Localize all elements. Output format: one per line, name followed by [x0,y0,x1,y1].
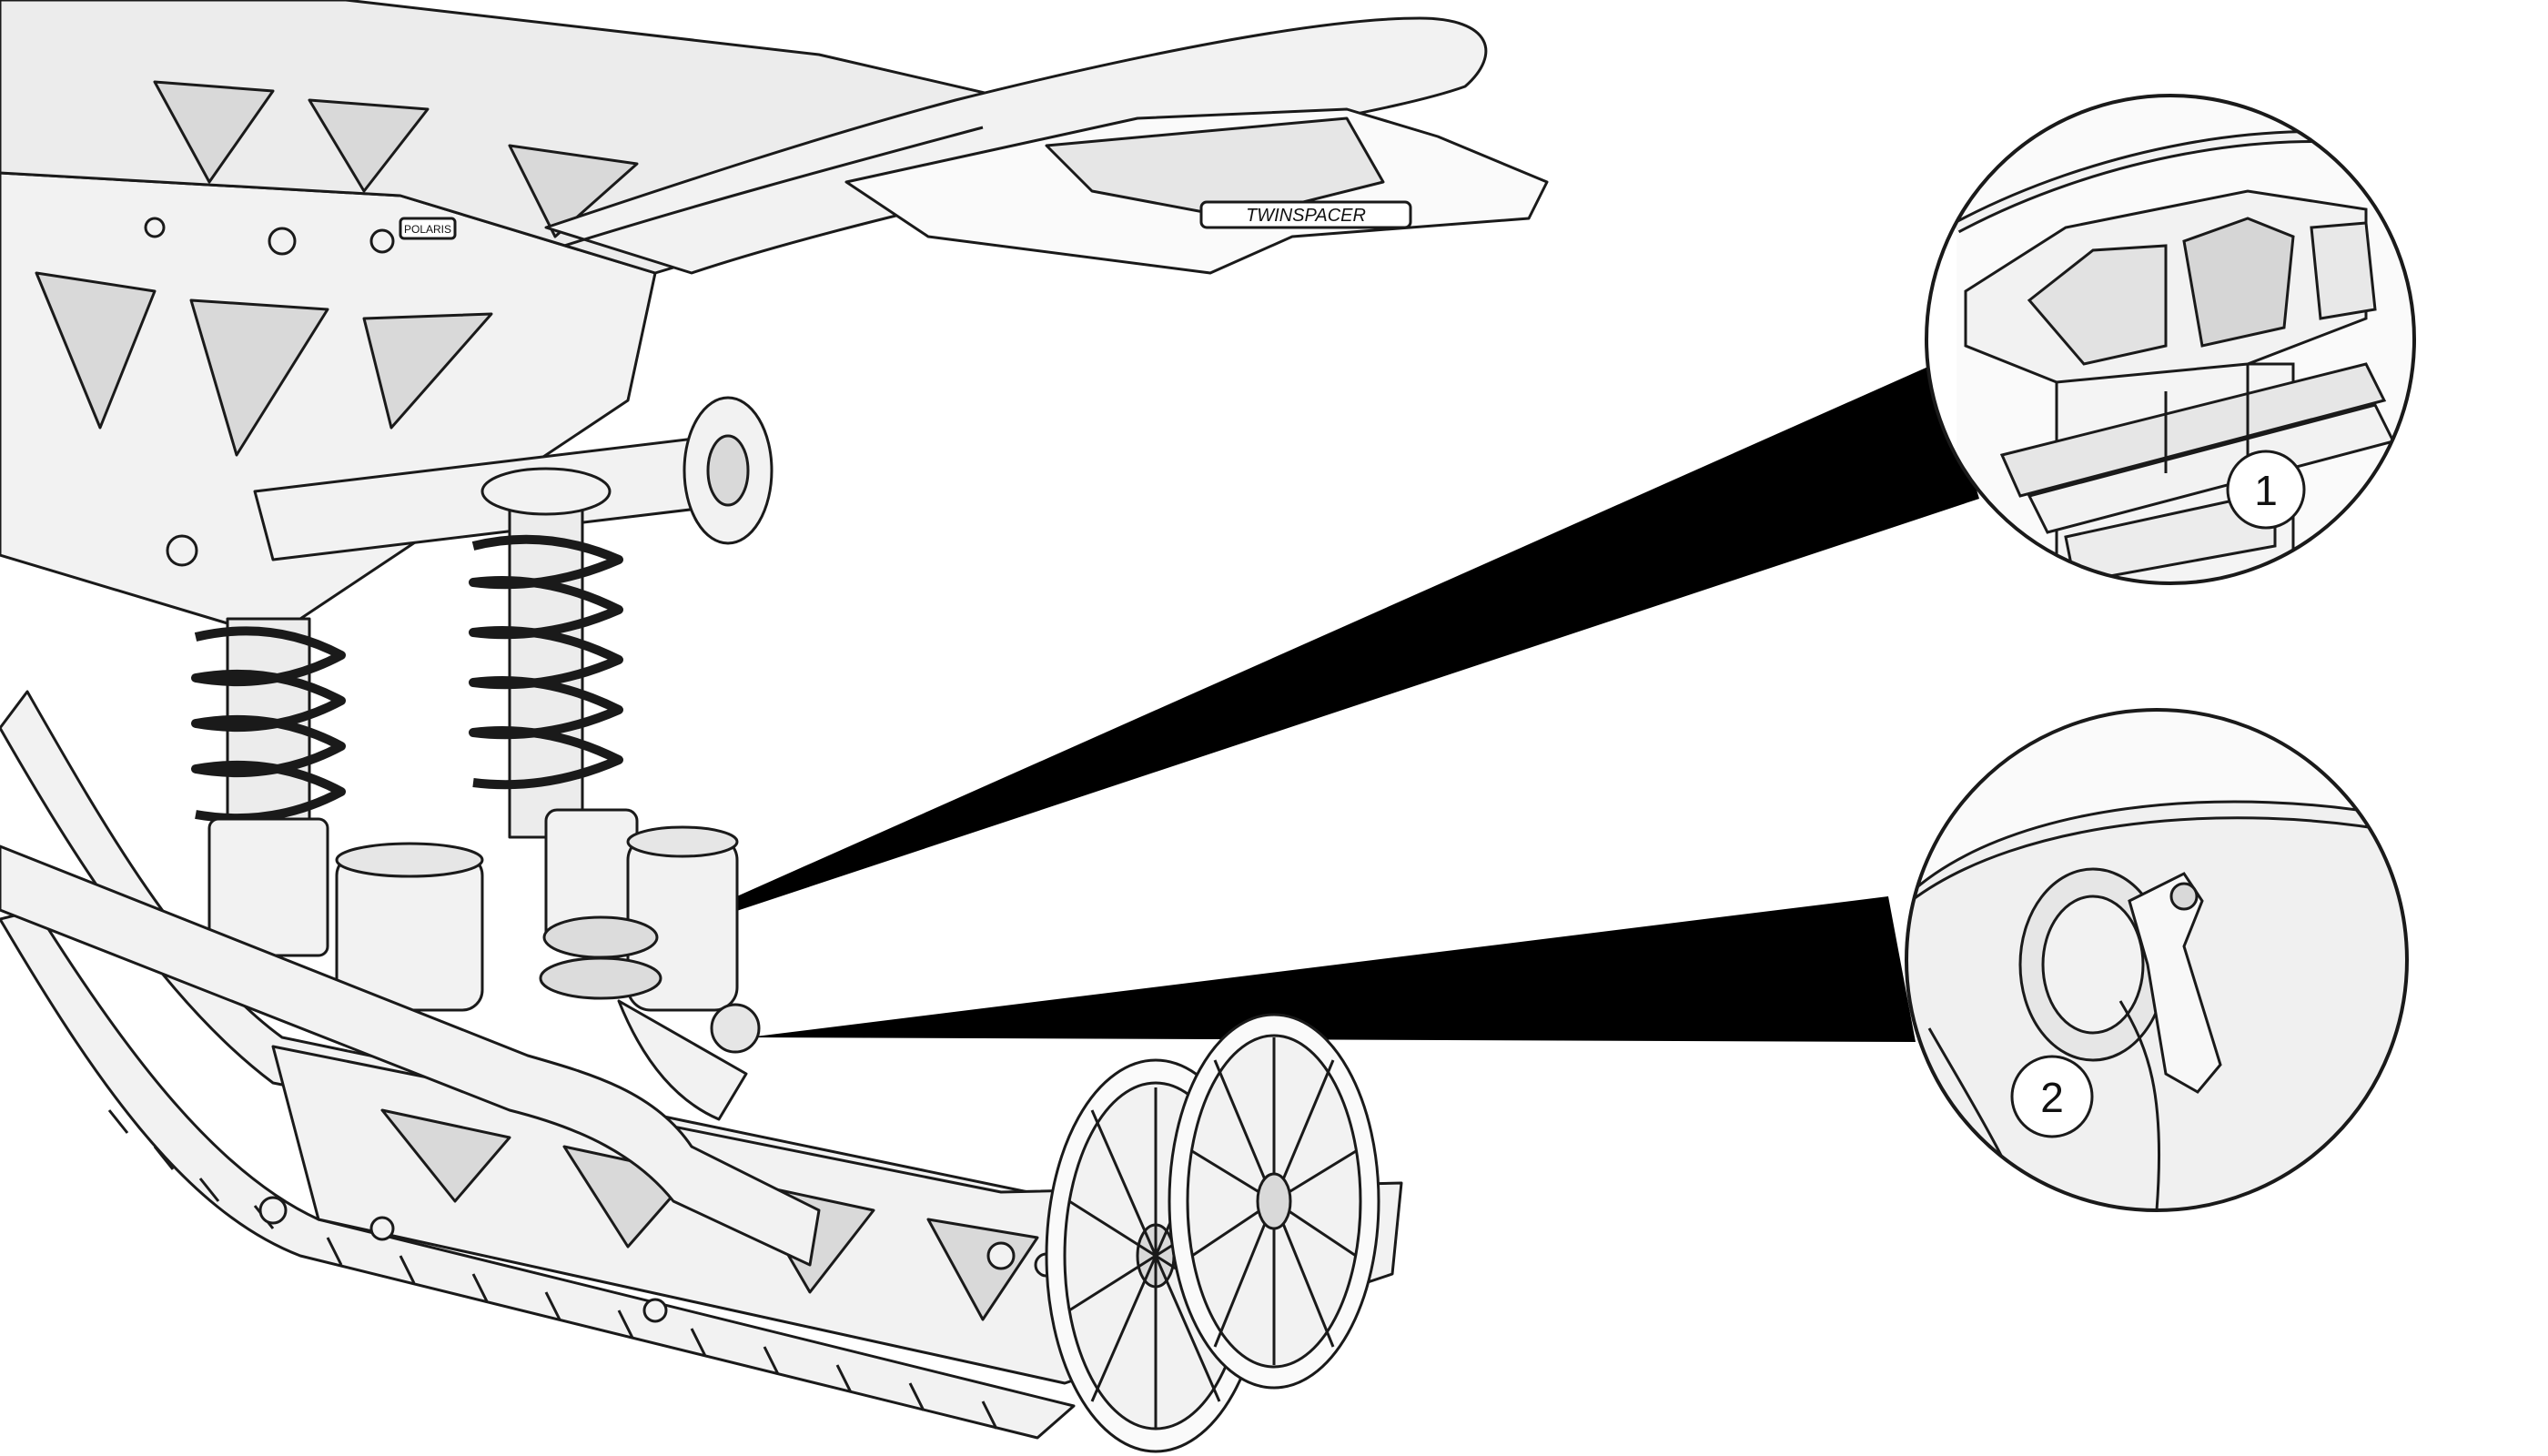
detail-border-2 [1905,708,2409,1212]
frame-bolt [166,534,198,567]
tunnel-decal [399,217,457,240]
frame-bolt [268,227,297,256]
rear-spring [469,534,623,790]
frame-bolt [369,228,395,254]
callout-leaders [608,362,1979,1042]
leader-wedge-1 [608,362,1979,954]
frame-bolt [144,217,166,238]
preload-ring [542,915,659,959]
detail-view-2: 2 [1905,708,2409,1212]
compression-lever [2128,872,2222,1094]
lower-tube [0,844,821,1267]
front-spring [191,626,346,824]
rear-idler-wheels [1045,1013,1380,1453]
tunnel-logo: POLARIS [404,223,451,236]
leader-wedge-2 [748,896,1916,1042]
preload-ring [539,956,662,1000]
front-shock [191,617,484,1012]
callout-badge-1: 1 [2226,450,2306,530]
rear-suspension-assembly: POLARIS TWINSPACER [0,0,1549,1453]
callout-number-1: 1 [2254,467,2278,514]
callout-badge-2: 2 [2010,1055,2094,1138]
seat: TWINSPACER [844,107,1549,275]
seat-decal [1199,200,1412,229]
seat-logo: TWINSPACER [1246,206,1366,226]
detail-border-1 [1925,94,2416,585]
rear-shock [469,467,761,1121]
compression-knob [710,1003,761,1054]
callout-number-2: 2 [2040,1074,2064,1121]
detail-view-1: 1 [1925,94,2416,585]
